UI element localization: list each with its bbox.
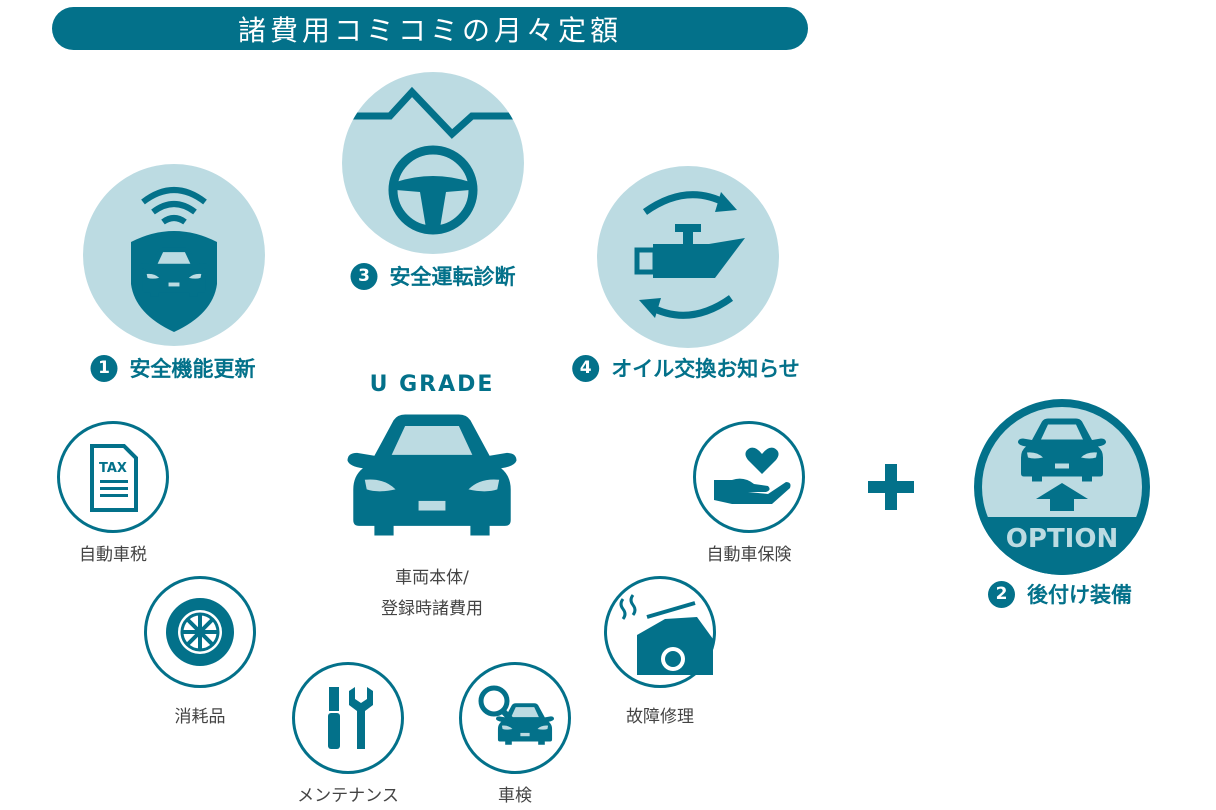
auto-tax-label: 自動車税	[79, 545, 147, 565]
repair-circle	[604, 576, 716, 688]
insurance-circle	[693, 421, 805, 533]
option-circle: OPTION	[974, 399, 1150, 575]
maintenance-circle	[292, 662, 404, 774]
oil-change-circle	[597, 166, 779, 348]
page-title-banner: 諸費用コミコミの月々定額	[52, 7, 808, 50]
oil-can-cycle-icon	[634, 191, 745, 319]
car-inspection-magnifier-icon	[478, 685, 555, 745]
consumables-circle	[144, 576, 256, 688]
car-lift-icon: OPTION	[974, 407, 1150, 575]
inspection-circle	[459, 662, 571, 774]
tire-icon	[166, 598, 234, 666]
driving-diagnosis-circle	[342, 72, 524, 254]
main-car-icon	[347, 414, 517, 536]
registration-fees-label: 登録時諸費用	[381, 599, 483, 619]
shield-car-wifi-icon	[131, 187, 217, 332]
safety-feature-circle	[83, 164, 265, 346]
option-text: OPTION	[1006, 524, 1118, 554]
maintenance-label: メンテナンス	[297, 786, 399, 806]
tax-circle: TAX	[57, 421, 169, 533]
car-insurance-label: 自動車保険	[706, 545, 792, 565]
tools-icon	[328, 687, 373, 749]
steering-wheel-icon	[342, 86, 524, 235]
svg-text:TAX: TAX	[99, 461, 127, 476]
grade-label: U GRADE	[369, 372, 495, 397]
plus-icon	[868, 464, 914, 510]
heart-hand-icon	[714, 447, 791, 504]
broken-car-icon	[619, 594, 713, 675]
car-body-label: 車両本体/	[395, 568, 469, 588]
consumables-label: 消耗品	[174, 707, 226, 727]
tax-document-icon: TAX	[90, 444, 138, 512]
breakdown-repair-label: 故障修理	[626, 707, 694, 727]
page-title: 諸費用コミコミの月々定額	[237, 13, 622, 47]
vehicle-inspection-label: 車検	[498, 786, 532, 806]
